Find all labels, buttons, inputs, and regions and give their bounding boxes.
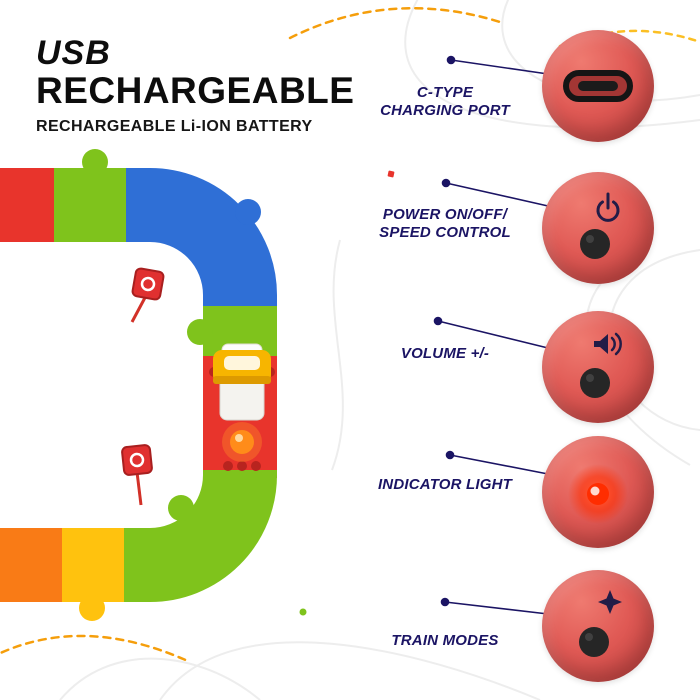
page-title-rechargeable: RECHARGEABLE (36, 70, 355, 111)
signal-sign (130, 267, 165, 323)
callout-circle-power (542, 172, 654, 284)
indicator-light-icon (568, 464, 628, 524)
callout-circle-indicator (542, 436, 654, 548)
title-block: USB RECHARGEABLE RECHARGEABLE Li-ION BAT… (36, 36, 354, 136)
feature-label-line: POWER ON/OFF/ (382, 206, 508, 223)
feature-label-modes: TRAIN MODES (370, 632, 520, 650)
train (213, 343, 271, 462)
feature-label-line: TRAIN MODES (391, 632, 499, 649)
push-button (580, 229, 610, 259)
train-modes-icon (579, 590, 622, 657)
feature-label-line: SPEED CONTROL (379, 224, 511, 241)
feature-label-line: C-TYPE (416, 84, 474, 101)
page-subtitle: RECHARGEABLE Li-ION BATTERY (36, 117, 313, 135)
feature-label-volume: VOLUME +/- (370, 345, 520, 363)
feature-label-charging-port: C-TYPE CHARGING PORT (370, 84, 520, 120)
feature-label-power: POWER ON/OFF/ SPEED CONTROL (370, 206, 520, 242)
feature-label-line: VOLUME +/- (400, 345, 490, 362)
callout-circle-modes (542, 570, 654, 682)
feature-label-indicator: INDICATOR LIGHT (370, 476, 520, 494)
feature-label-line: CHARGING PORT (380, 102, 510, 119)
train-lamp (230, 430, 254, 454)
power-icon (580, 192, 620, 259)
usb-c-port-icon (563, 70, 633, 102)
page-title-usb: USB (36, 34, 111, 72)
callout-circle-volume (542, 311, 654, 423)
volume-icon (580, 332, 622, 398)
callout-circle-charging-port (542, 30, 654, 142)
puzzle-nubs (79, 149, 261, 621)
push-button (580, 368, 610, 398)
push-button (579, 627, 609, 657)
feature-label-line: INDICATOR LIGHT (377, 476, 513, 493)
signal-sign (121, 444, 153, 506)
track-illustration (0, 149, 277, 621)
